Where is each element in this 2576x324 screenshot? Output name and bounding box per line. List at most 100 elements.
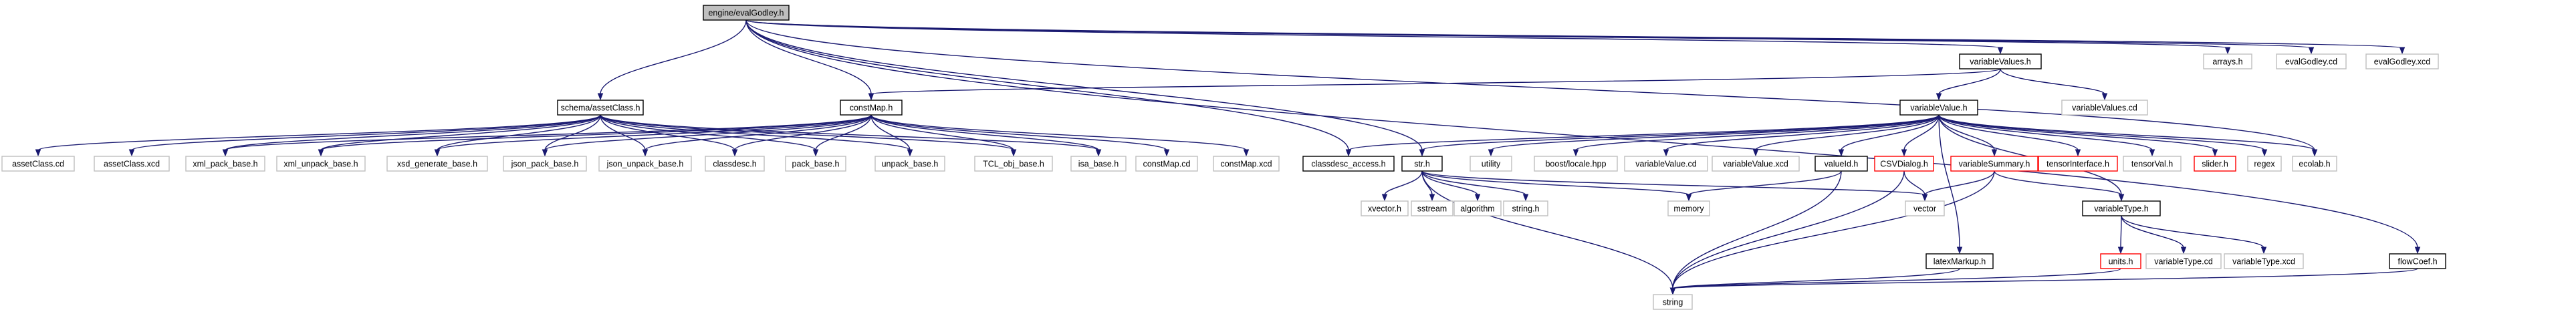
arrowhead-icon [222,149,229,157]
edge-variableSummary_h-to-vector [1921,170,1995,202]
node-box [1712,156,1800,172]
node-label: assetClass.xcd [104,160,160,169]
edge-line [745,19,2418,249]
node-units-h[interactable]: units.h [2100,253,2141,269]
edge-line [1903,114,1940,151]
arrowhead-icon [1936,93,1942,101]
node-label: engine/evalGodley.h [708,9,784,18]
node-label: evalGodley.cd [2285,57,2337,67]
node-constMap-xcd: constMap.xcd [1213,156,1280,172]
node-box [2194,156,2236,172]
edge-str_h-to-xvector_h [1381,170,1423,202]
edge-variableValue_h-to-str_h [1419,114,1940,157]
node-box [705,156,765,172]
edge-line [1938,114,2315,151]
node-variableValue-xcd: variableValue.xcd [1712,156,1800,172]
edge-line [1672,268,1960,289]
node-sstream: sstream [1411,200,1453,216]
arrowhead-icon [2399,47,2406,55]
edge-constMap_h-to-pack_base_h [812,114,872,157]
node-flowCoef-h[interactable]: flowCoef.h [2389,253,2446,269]
node-label: json_unpack_base.h [606,160,684,169]
node-box [1302,156,1395,172]
node-label: ecolab.h [2299,160,2330,169]
node-box [2292,156,2337,172]
node-evalGodley-xcd: evalGodley.xcd [2365,53,2439,69]
node-box [1213,156,1280,172]
edge-line [870,114,1167,151]
node-label: variableValue.cd [1635,160,1697,169]
node-variableType-cd: variableType.cd [2145,253,2222,269]
node-variableType-h[interactable]: variableType.h [2082,200,2161,216]
node-label: slider.h [2202,160,2228,169]
node-label: variableValues.h [1970,57,2031,67]
node-label: isa_base.h [1078,160,1119,169]
node-xvector-h: xvector.h [1361,200,1409,216]
node-label: constMap.xcd [1220,160,1272,169]
edge-line [1938,114,2265,151]
arrowhead-icon [1669,287,1676,295]
node-evalGodley-h[interactable]: engine/evalGodley.h [703,5,790,21]
edge-line [1903,170,1925,196]
edge-line [1348,114,1940,151]
arrowhead-icon [318,149,324,157]
node-box [1950,156,2038,172]
node-box [2247,156,2282,172]
node-label: assetClass.cd [12,160,64,169]
node-memory: memory [1667,200,1710,216]
node-latexMarkup-h[interactable]: latexMarkup.h [1925,253,1994,269]
edge-line [1421,114,1940,151]
edge-line [600,114,735,151]
node-box [503,156,587,172]
node-tensorInterface-h[interactable]: tensorInterface.h [2038,156,2118,172]
edge-variableValue_h-to-CSVDialog_h [1901,114,1940,157]
edge-line [745,19,2001,49]
node-valueId-h[interactable]: valueId.h [1814,156,1868,172]
arrowhead-icon [1572,149,1579,157]
node-label: string [1663,298,1683,307]
edge-line [1421,170,1478,196]
node-constMap-h[interactable]: constMap.h [840,100,903,116]
node-box [1905,200,1945,216]
node-classdesc-access-h[interactable]: classdesc_access.h [1302,156,1395,172]
node-box [2276,53,2347,69]
edge-variableValue_h-to-classdesc_access_h [1345,114,1940,157]
node-variableValues-h[interactable]: variableValues.h [1959,53,2042,69]
edge-constMap_h-to-constMap_cd [870,114,1170,157]
arrowhead-icon [542,149,548,157]
node-str-h[interactable]: str.h [1401,156,1443,172]
node-json-pack-base-h: json_pack_base.h [503,156,587,172]
node-tensorVal-h: tensorVal.h [2123,156,2182,172]
node-regex: regex [2247,156,2282,172]
node-box [557,100,644,116]
node-vector: vector [1905,200,1945,216]
node-label: memory [1673,204,1704,214]
node-variableSummary-h[interactable]: variableSummary.h [1950,156,2038,172]
edge-line [225,114,872,151]
node-slider-h[interactable]: slider.h [2194,156,2236,172]
node-label: sstream [1417,204,1447,214]
edge-line [2121,215,2264,249]
edge-constMap_h-to-constMap_xcd [870,114,1250,157]
node-label: variableValue.h [1910,104,1967,113]
arrowhead-icon [731,149,738,157]
edge-line [870,114,1247,151]
edge-line [320,114,872,151]
node-label: evalGodley.xcd [2374,57,2431,67]
edge-line [870,68,2001,95]
node-box [94,156,170,172]
node-CSVDialog-h[interactable]: CSVDialog.h [1874,156,1934,172]
node-label: classdesc.h [713,160,756,169]
node-box [974,156,1053,172]
node-label: schema/assetClass.h [561,104,640,113]
node-label: variableType.cd [2154,257,2213,267]
node-label: classdesc_access.h [1311,160,1385,169]
edge-variableValue_h-to-latexMarkup_h [1938,114,1963,255]
node-label: utility [1482,160,1501,169]
node-variableValue-h[interactable]: variableValue.h [1899,100,1978,116]
node-label: constMap.cd [1143,160,1191,169]
node-xsd-generate-base-h: xsd_generate_base.h [386,156,488,172]
edge-line [1421,170,1673,289]
node-schema-assetClass-h[interactable]: schema/assetClass.h [557,100,644,116]
